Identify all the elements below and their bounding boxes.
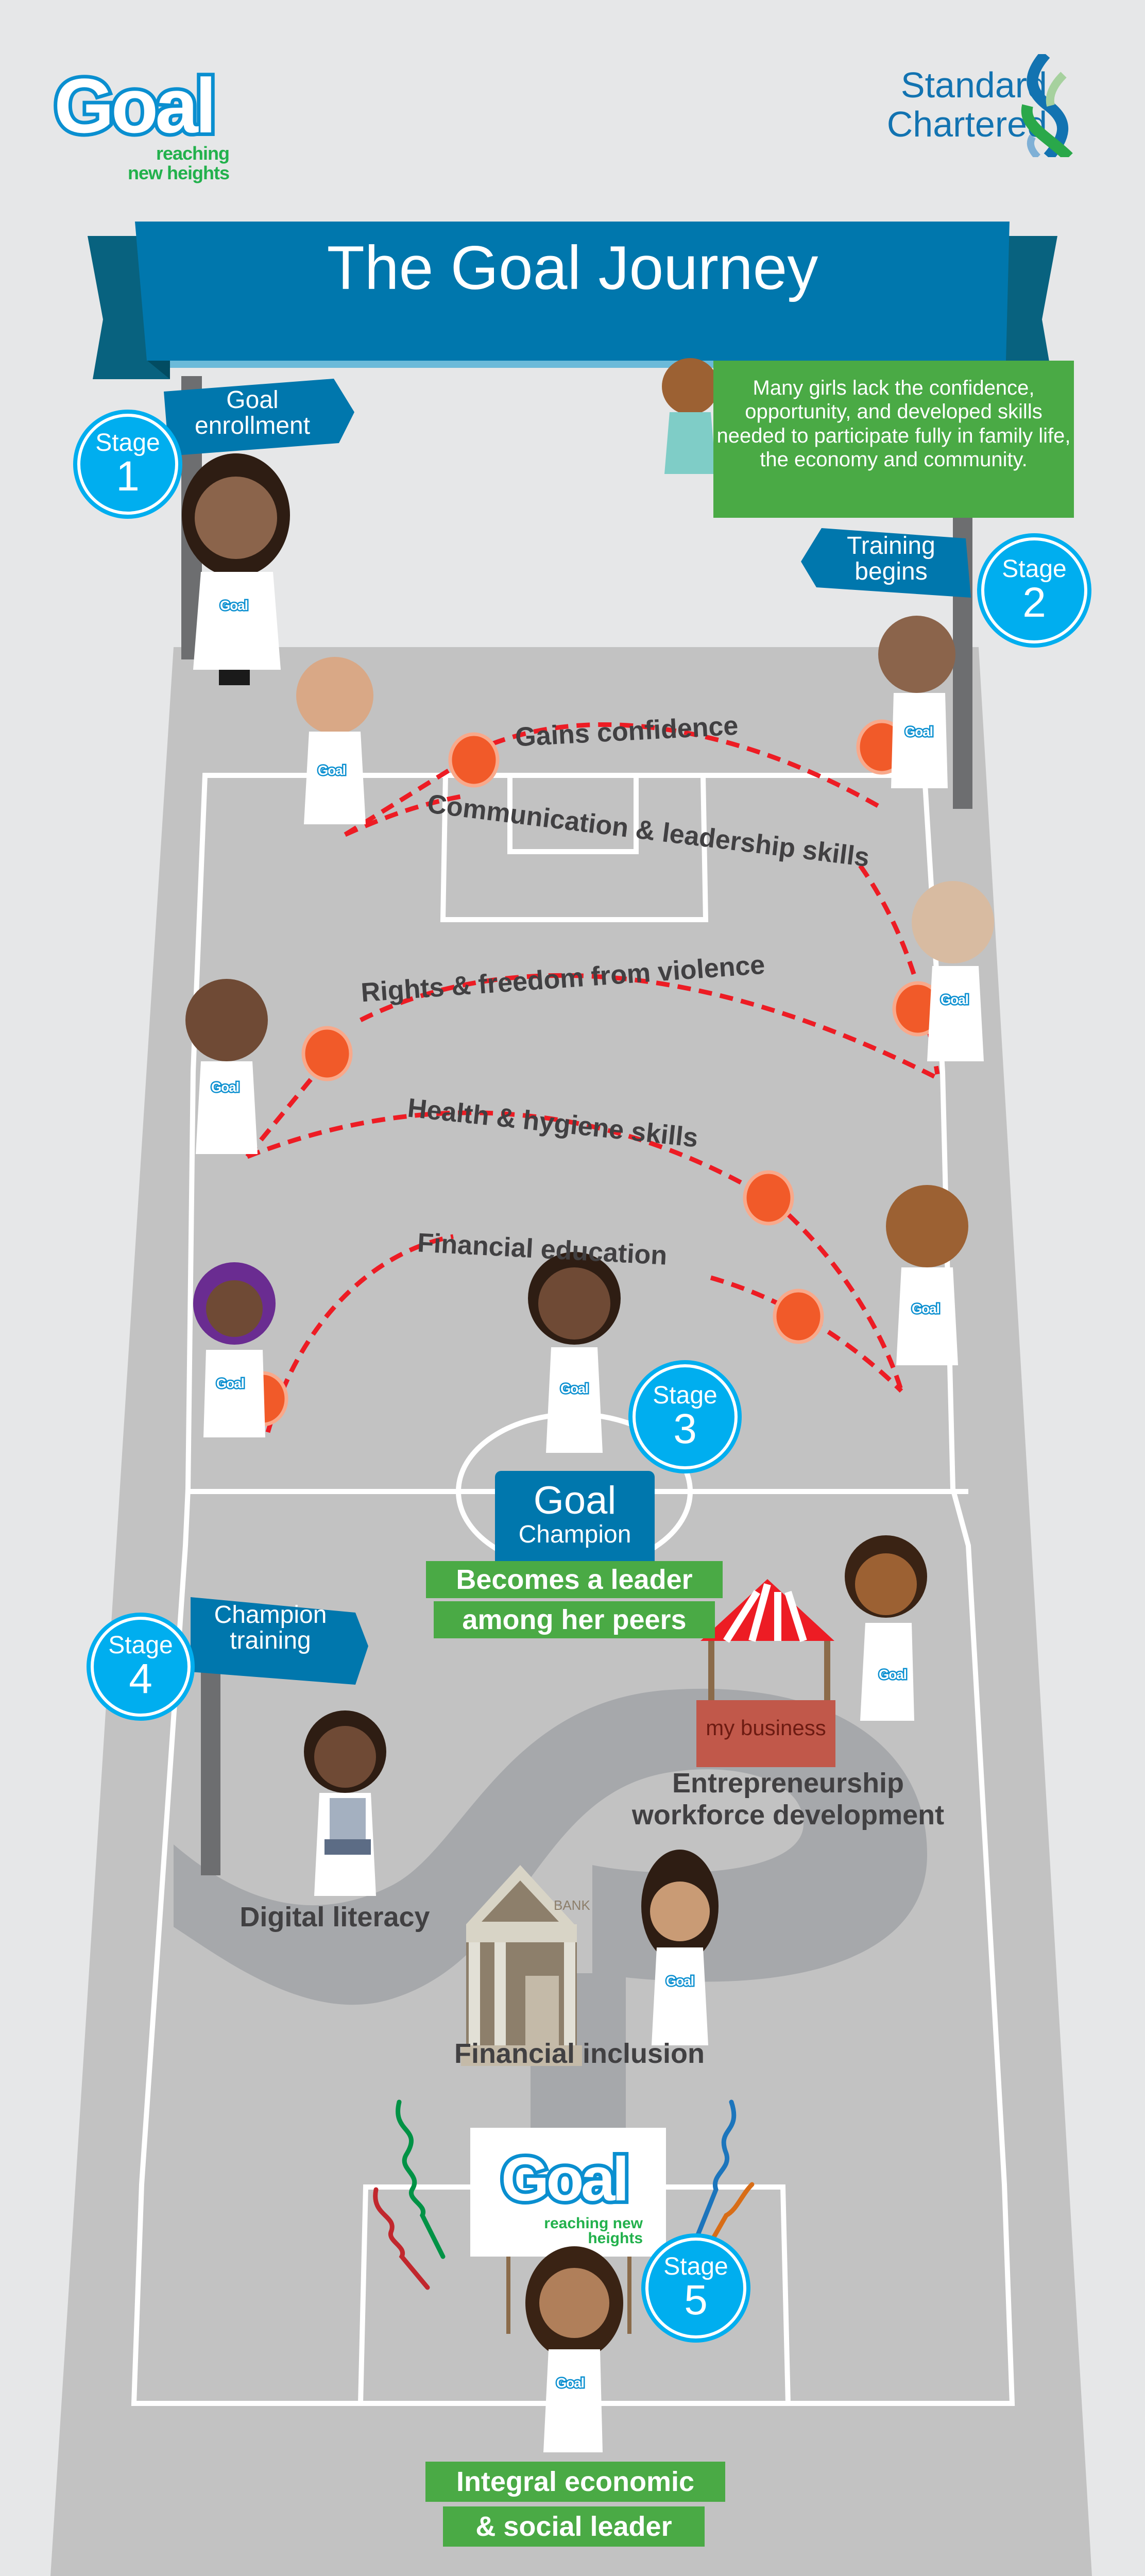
- girl-icon: [912, 881, 994, 1061]
- girl-icon: [886, 1185, 968, 1365]
- girl-icon: [193, 1262, 276, 1437]
- sponsor-line-2: Chartered: [886, 104, 1047, 144]
- stage3-badge: Stage 3: [628, 1360, 742, 1473]
- champion-sign-line-1: Goal: [533, 1479, 617, 1522]
- stage1-sign: Goal enrollment: [175, 387, 330, 439]
- girl-icon: [525, 2246, 623, 2452]
- shirt-goal-logo: Goal: [219, 597, 250, 615]
- business-stall-sign: my business: [706, 1716, 826, 1740]
- entrepreneurship-label: Entrepreneurship workforce development: [608, 1767, 968, 1831]
- final-outcome-line-2: & social leader: [443, 2506, 705, 2547]
- stage5-goal-sign: Goal reaching new heights: [470, 2128, 666, 2257]
- goal-logo-tagline-1: reaching: [156, 143, 230, 164]
- shirt-goal-logo: Goal: [911, 1300, 942, 1318]
- stage2-sign-arrow: [801, 528, 971, 598]
- girl-icon: [878, 616, 955, 788]
- stage1-badge: Stage 1: [73, 410, 182, 519]
- entrepreneurship-line-1: Entrepreneurship: [672, 1768, 904, 1799]
- stage4-sign: Champion training: [191, 1602, 350, 1654]
- shirt-goal-logo: Goal: [559, 1380, 590, 1398]
- stage4-sign-line-2: training: [230, 1627, 311, 1655]
- stage2-sign-line-2: begins: [855, 558, 928, 586]
- stage3-outcome-line-2: among her peers: [434, 1601, 715, 1638]
- page-title: The Goal Journey: [327, 233, 818, 302]
- shirt-goal-logo: Goal: [939, 991, 970, 1009]
- final-outcome-line-1: Integral economic: [425, 2462, 725, 2502]
- girl-icon: [662, 358, 719, 474]
- stage2-sign-line-1: Training: [847, 532, 935, 560]
- shirt-goal-logo: Goal: [215, 1375, 246, 1393]
- girl-icon: [182, 453, 290, 685]
- digital-literacy-label: Digital literacy: [240, 1902, 430, 1933]
- stage2-badge: Stage 2: [977, 533, 1091, 648]
- girl-icon: [641, 1850, 719, 2045]
- shirt-goal-logo: Goal: [210, 1078, 241, 1096]
- girl-icon: [304, 1710, 386, 1896]
- champion-sign-line-2: Champion: [518, 1520, 631, 1548]
- girl-icon: [528, 1252, 621, 1453]
- stage1-sign-arrow: [164, 379, 354, 456]
- shirt-goal-logo: Goal: [665, 1972, 696, 1990]
- goal-champion-sign: Goal Champion: [495, 1471, 655, 1574]
- girl-icon: [296, 657, 373, 824]
- girl-icon: [845, 1535, 927, 1721]
- stage5-goal-tagline: reaching new heights: [544, 2215, 643, 2247]
- girl-icon: [185, 979, 268, 1154]
- shirt-goal-logo: Goal: [317, 761, 348, 779]
- stage4-sign-arrow: [191, 1597, 368, 1685]
- financial-inclusion-label: Financial inclusion: [454, 2038, 705, 2069]
- standard-chartered-ribbon-icon: [1021, 54, 1073, 157]
- entrepreneurship-line-2: workforce development: [631, 1800, 945, 1831]
- goal-logo-word: Goal: [50, 62, 220, 149]
- goal-logo: Goal reaching new heights: [50, 62, 240, 185]
- standard-chartered-logo: Standard Chartered: [886, 65, 1047, 144]
- stage4-badge: Stage 4: [87, 1613, 195, 1721]
- goal-logo-tagline-2: new heights: [127, 162, 230, 183]
- stage4-sign-line-1: Champion: [214, 1601, 327, 1629]
- stage1-sign-line-1: Goal: [226, 386, 279, 414]
- stage2-sign: Training begins: [819, 533, 963, 585]
- shirt-goal-logo: Goal: [904, 723, 935, 741]
- sponsor-line-1: Standard: [900, 65, 1047, 105]
- stage5-badge: Stage 5: [641, 2233, 750, 2343]
- stage1-sign-line-2: enrollment: [194, 412, 311, 440]
- intro-text-box: Many girls lack the confidence, opportun…: [713, 361, 1074, 518]
- stage5-goal-word: Goal: [498, 2145, 633, 2214]
- shirt-goal-logo: Goal: [878, 1666, 909, 1684]
- stage3-outcome-line-1: Becomes a leader: [426, 1561, 723, 1598]
- shirt-goal-logo: Goal: [555, 2374, 586, 2392]
- bank-sign: BANK: [554, 1897, 590, 1913]
